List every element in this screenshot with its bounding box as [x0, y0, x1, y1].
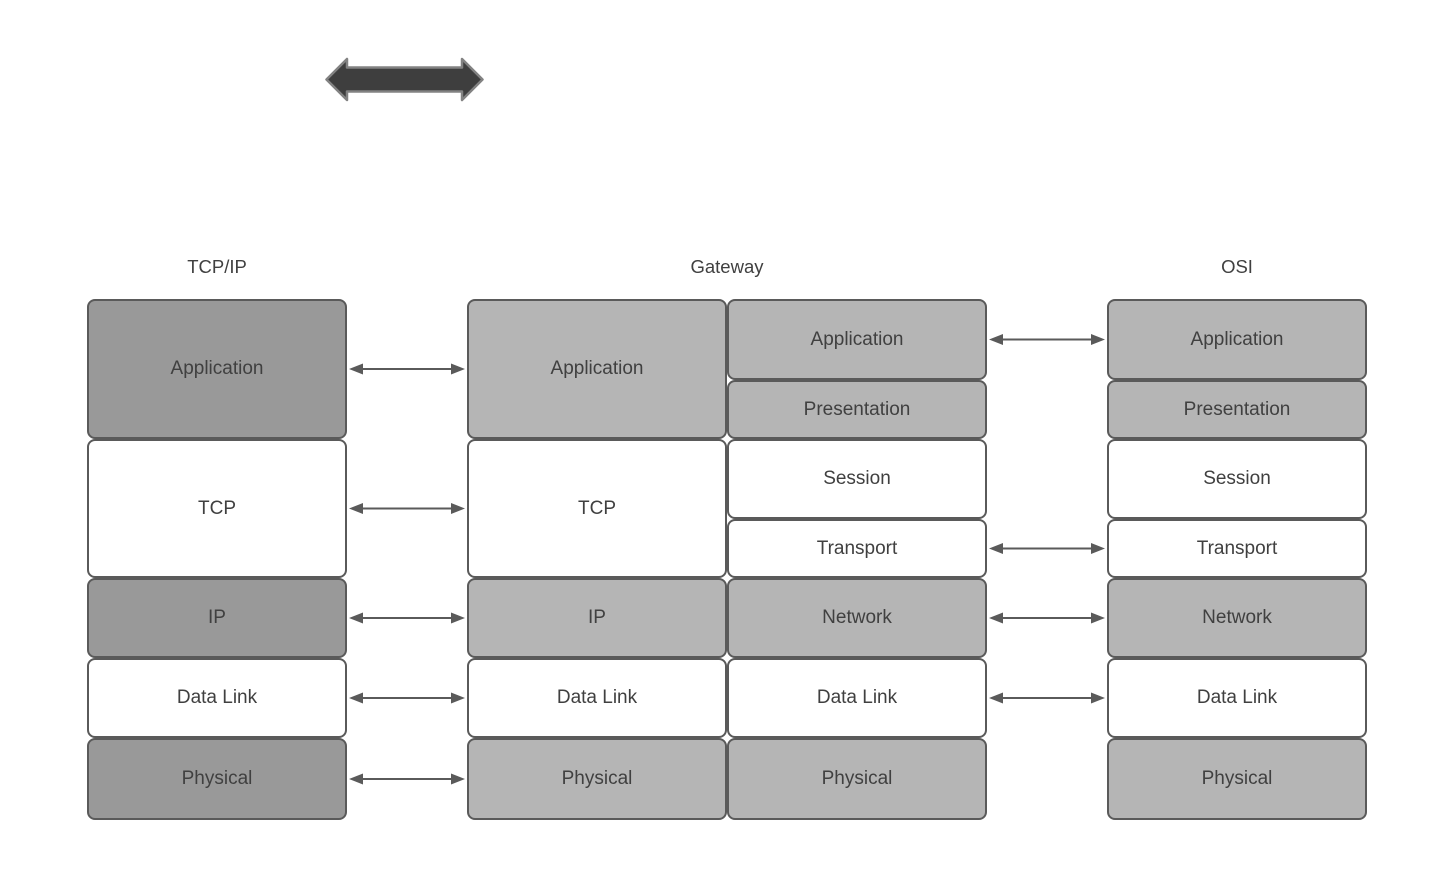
layer-box-gateway-right-data-link: Data Link — [727, 658, 987, 738]
layer-label: Data Link — [1196, 687, 1278, 708]
layer-box-tcpip-application: Application — [87, 299, 347, 439]
connector-gateway-right-to-osi-application — [989, 334, 1105, 345]
layer-label: Application — [170, 358, 264, 379]
connector-tcpip-to-gateway-left-application — [349, 363, 465, 375]
layer-label: Data Link — [816, 687, 898, 708]
layer-box-osi-application: Application — [1107, 299, 1367, 380]
stack-header-gateway: Gateway — [690, 256, 764, 277]
connector-gateway-right-to-osi-network — [989, 612, 1105, 624]
layer-label: Application — [1190, 328, 1284, 350]
layer-label: Physical — [821, 768, 893, 789]
layer-label: IP — [208, 607, 226, 628]
layer-label: TCP — [578, 497, 616, 519]
layer-box-osi-transport: Transport — [1107, 519, 1367, 578]
layer-label: Network — [822, 607, 892, 628]
connector-tcpip-to-gateway-left-ip — [349, 612, 465, 624]
connector-tcpip-to-gateway-left-tcp — [349, 503, 465, 514]
bidirectional-arrow-icon — [325, 57, 484, 102]
layer-label: Physical — [561, 768, 633, 789]
layer-box-gateway-right-presentation: Presentation — [727, 380, 987, 439]
connector-tcpip-to-gateway-left-physical — [349, 773, 465, 785]
connector-tcpip-to-gateway-left-data-link — [349, 692, 465, 704]
layer-box-osi-network: Network — [1107, 578, 1367, 658]
layer-label: Application — [550, 358, 644, 379]
stack-header-tcpip: TCP/IP — [187, 256, 247, 277]
layer-box-gateway-left-data-link: Data Link — [467, 658, 727, 738]
layer-label: Physical — [181, 768, 253, 789]
layer-label: IP — [588, 607, 606, 628]
layer-label: Network — [1202, 607, 1272, 628]
layer-label: Data Link — [556, 687, 638, 708]
layer-box-gateway-left-application: Application — [467, 299, 727, 439]
layer-box-osi-presentation: Presentation — [1107, 380, 1367, 439]
layer-box-osi-physical: Physical — [1107, 738, 1367, 820]
connector-gateway-right-to-osi-data-link — [989, 692, 1105, 704]
layer-box-tcpip-physical: Physical — [87, 738, 347, 820]
layer-label: Session — [823, 468, 891, 489]
layer-box-gateway-left-tcp: TCP — [467, 439, 727, 578]
layer-box-gateway-right-session: Session — [727, 439, 987, 519]
layer-label: Transport — [816, 537, 898, 559]
layer-box-osi-session: Session — [1107, 439, 1367, 519]
layer-label: Data Link — [176, 687, 258, 708]
stack-header-osi: OSI — [1221, 256, 1253, 277]
layer-label: Session — [1203, 468, 1271, 489]
layer-box-gateway-right-physical: Physical — [727, 738, 987, 820]
layer-box-gateway-left-physical: Physical — [467, 738, 727, 820]
layer-label: TCP — [198, 497, 236, 519]
layer-label: Transport — [1196, 537, 1278, 559]
layer-box-gateway-right-transport: Transport — [727, 519, 987, 578]
layer-label: Physical — [1201, 768, 1273, 789]
layer-box-gateway-right-application: Application — [727, 299, 987, 380]
layer-box-gateway-left-ip: IP — [467, 578, 727, 658]
layer-box-tcpip-tcp: TCP — [87, 439, 347, 578]
layer-label: Application — [810, 328, 904, 350]
connector-gateway-right-to-osi-transport — [989, 543, 1105, 554]
layer-label: Presentation — [803, 398, 911, 420]
layer-box-gateway-right-network: Network — [727, 578, 987, 658]
layer-box-tcpip-data-link: Data Link — [87, 658, 347, 738]
layer-box-osi-data-link: Data Link — [1107, 658, 1367, 738]
layer-label: Presentation — [1183, 398, 1291, 420]
layer-box-tcpip-ip: IP — [87, 578, 347, 658]
